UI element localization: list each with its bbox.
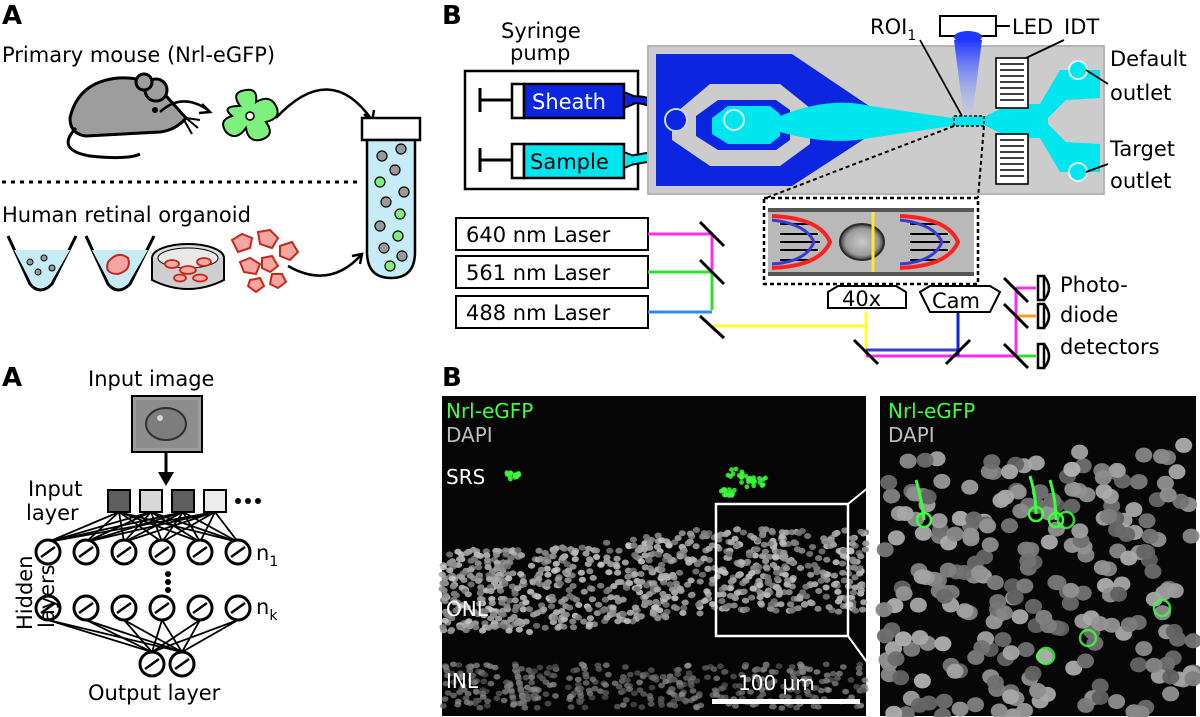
syringe-pump-label-2: pump [510,41,570,65]
setup-panel: B Syringe pump Sheath Sample [442,1,1187,370]
network-panel: A Input image Input layer n1 [2,363,278,705]
channel-zoom-inset [762,196,980,286]
arrow-icon [287,253,363,277]
input-layer-nodes [107,489,227,513]
objective-label: 40x [842,287,881,311]
sample-syringe: Sample [478,142,635,180]
inl-label: INL [446,669,479,693]
network-connections [47,511,239,653]
laser-488-label: 488 nm Laser [466,301,611,325]
hidden-layers-label-1: Hidden [13,555,37,630]
marker-egfp-label: Nrl-eGFP [446,399,533,423]
n1-label: n1 [256,541,278,570]
isolation-panel: A Primary mouse (Nrl-eGFP) [2,1,422,294]
syringe-pump-label-1: Syringe [501,19,581,43]
mouse-label: Primary mouse (Nrl-eGFP) [2,43,275,67]
hidden-layers-label-2: layers [35,564,59,628]
scale-bar [712,699,860,704]
laser-488: 488 nm Laser [455,295,649,329]
onl-nuclei [438,526,870,711]
micrograph-panel: B Nrl-eGFP DAPI SRS ONL INL 100 µm Nrl-e… [438,363,1200,717]
target-outlet-label-2: outlet [1110,169,1171,193]
default-outlet-label-2: outlet [1110,81,1171,105]
zoomed-marker-egfp-label: Nrl-eGFP [888,399,975,423]
input-layer-label-1: Input [28,477,82,501]
mouse-icon [66,72,201,160]
input-image-label: Input image [88,367,214,391]
onl-label: ONL [446,597,489,621]
hidden-layer-1 [34,538,252,566]
microfluidic-chip [647,45,1105,195]
output-layer-nodes [138,650,196,678]
dichroic-mirrors [698,220,1030,370]
zoom-region-box [714,502,850,638]
sheath-label: Sheath [532,90,606,114]
retina-icon [222,88,279,142]
input-layer-label-2: layer [26,501,79,525]
sheath-syringe: Sheath [478,82,635,120]
camera-icon: Cam [918,285,1002,313]
idt-electrodes [995,57,1029,185]
panel-label-b-bottom: B [442,363,462,393]
laser-561: 561 nm Laser [455,255,649,289]
marker-dapi-label: DAPI [446,423,493,447]
panel-label-b-top: B [442,1,462,31]
input-image-thumbnail [131,395,203,453]
laser-561-label: 561 nm Laser [466,261,611,285]
nk-label: nk [256,595,278,624]
sample-label: Sample [530,150,609,174]
panel-label-a-top: A [2,1,22,31]
scale-bar-label: 100 µm [738,671,815,695]
organoid-label: Human retinal organoid [2,203,251,227]
laser-640-label: 640 nm Laser [466,223,611,247]
detector-label-2: diode [1060,303,1118,327]
laser-640: 640 nm Laser [455,217,649,251]
detector-label-3: detectors [1060,335,1160,359]
target-outlet-label-1: Target [1109,137,1175,161]
photodiode-detectors [1036,274,1051,370]
detector-label-1: Photo- [1060,273,1128,297]
led-icon [939,15,1010,118]
objective-40x: 40x [827,285,907,311]
led-label: LED [1012,15,1053,39]
panel-label-a-bottom: A [2,363,22,393]
srs-label: SRS [446,465,485,489]
camera-label: Cam [932,289,980,313]
ellipsis-dots [235,498,261,504]
arrow-icon [275,88,374,121]
default-outlet-label-1: Default [1110,47,1187,71]
zoomed-marker-dapi-label: DAPI [888,423,935,447]
egfp-signal-zoomed [914,475,1172,666]
collection-tube-icon [360,116,422,280]
hidden-layer-k [34,594,252,622]
egfp-signal-left [504,466,768,498]
organoid-wells-icon [6,228,300,294]
idt-label: IDT [1064,15,1099,39]
output-layer-label: Output layer [88,681,221,705]
roi-label: ROI1 [870,15,916,44]
